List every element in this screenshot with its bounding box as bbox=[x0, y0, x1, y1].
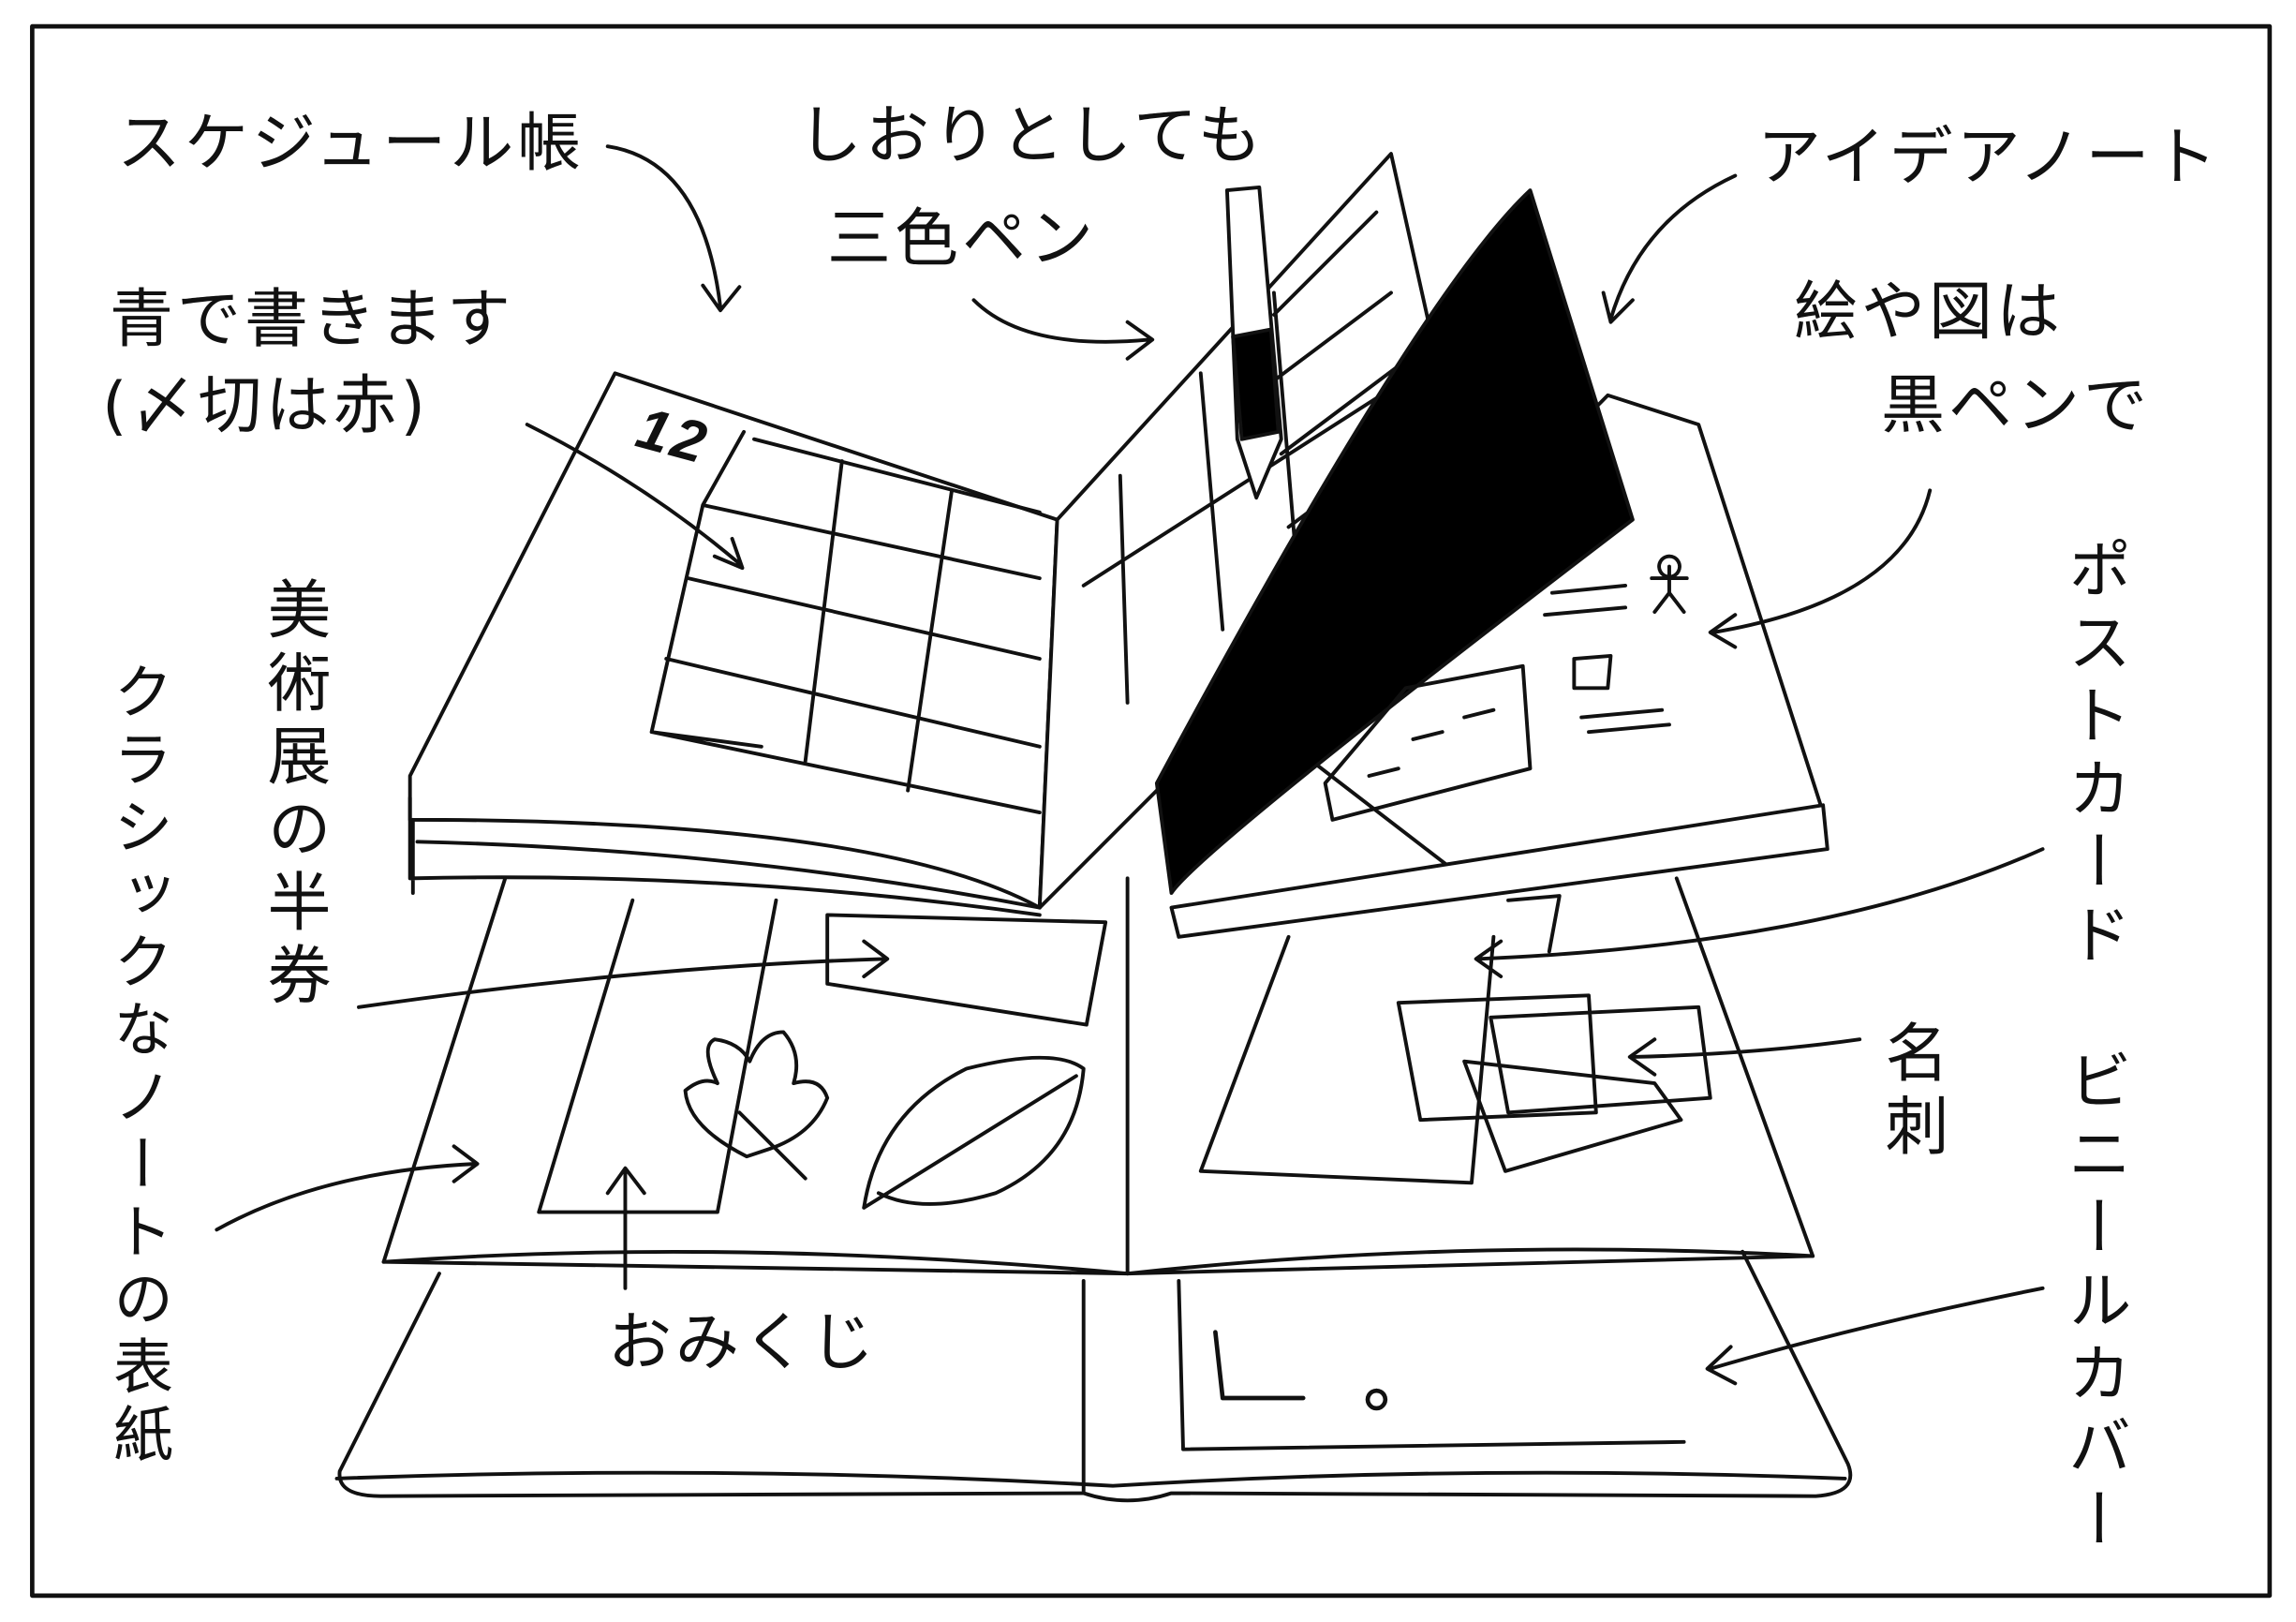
three-color-pen bbox=[1224, 186, 1283, 500]
postcard-shape bbox=[1198, 894, 1562, 1185]
label-drawing-line2: 黒ペンで bbox=[1881, 369, 2152, 443]
label-idea-note: アイデアノート bbox=[1757, 121, 2221, 195]
label-business-card: 名刺 bbox=[1874, 1019, 1948, 1166]
vinyl-cover bbox=[334, 1249, 1853, 1503]
business-cards bbox=[1396, 993, 1712, 1173]
label-ticket-stub: 美術展の半券 bbox=[256, 576, 330, 1015]
label-omikuji: おみくじ bbox=[608, 1306, 879, 1380]
label-schedule-book: スケジュール帳 bbox=[117, 107, 585, 181]
ticket-stub-shape bbox=[825, 913, 1108, 1027]
leaf-beech bbox=[862, 1055, 1086, 1210]
label-blue-line2: (〆切は赤) bbox=[102, 369, 430, 443]
label-classic-cover: クラシックなノートの表紙 bbox=[103, 661, 172, 1470]
label-bookmark-line2: 三色ペン bbox=[827, 202, 1098, 276]
leaf-maple bbox=[683, 1030, 830, 1181]
classic-notebook bbox=[381, 876, 1815, 1276]
label-blue-line1: 青で書きます bbox=[110, 283, 515, 357]
idea-notebook bbox=[1154, 188, 1829, 939]
schedule-book bbox=[407, 152, 1467, 917]
annotation-arrows bbox=[215, 144, 2045, 1386]
label-postcard: ポストカード bbox=[2056, 536, 2130, 975]
label-vinyl-cover: ビニールカバー bbox=[2056, 1048, 2130, 1559]
omikuji-shape bbox=[537, 898, 778, 1214]
label-bookmark-line1: しおりとしても bbox=[798, 99, 1266, 173]
frame-border bbox=[30, 23, 2273, 1599]
label-drawing-line1: 絵や図は bbox=[1794, 275, 2065, 350]
